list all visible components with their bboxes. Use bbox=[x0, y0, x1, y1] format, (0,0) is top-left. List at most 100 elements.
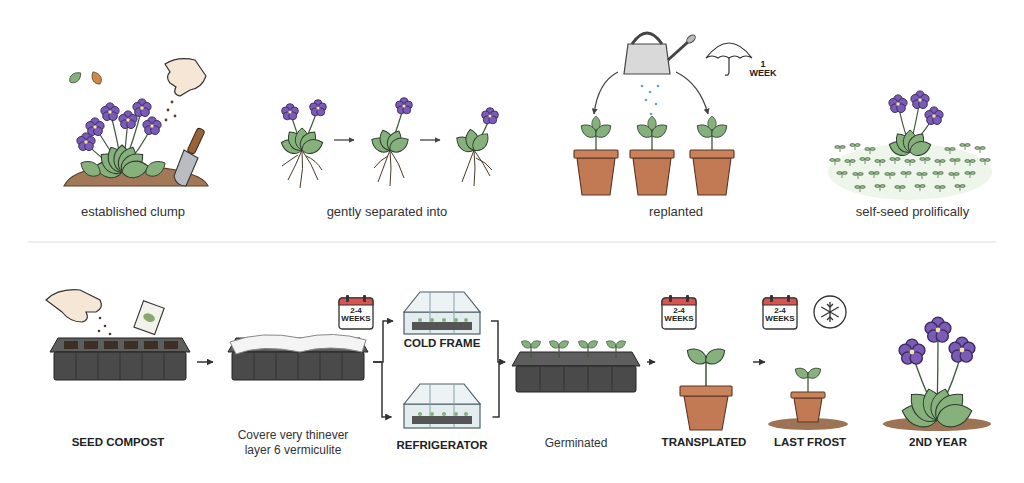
division-illustration bbox=[334, 139, 354, 140]
calendar-label: 2-4 WEEKS bbox=[661, 307, 697, 324]
process-step: LAST FROST bbox=[766, 340, 854, 455]
self-seed-illustration bbox=[933, 172, 943, 178]
germinated-illustration bbox=[531, 345, 616, 358]
clump-illustration bbox=[77, 133, 95, 151]
step-label: established clump bbox=[81, 204, 185, 220]
step-label: Covere very thinever layer 6 vermiculite bbox=[223, 428, 363, 457]
flow-arrow bbox=[373, 321, 393, 362]
clump-illustration bbox=[165, 119, 168, 122]
process-option: REFRIGERATOR bbox=[393, 376, 492, 458]
germinated-illustration bbox=[540, 366, 612, 392]
cold-frame-illustration bbox=[442, 412, 446, 416]
clump-illustration bbox=[120, 158, 150, 180]
self-seed-illustration bbox=[911, 91, 929, 109]
last-frost-illustration bbox=[814, 296, 846, 328]
self-seed-illustration bbox=[830, 159, 840, 165]
sowing-illustration bbox=[64, 341, 178, 349]
sowing-illustration bbox=[142, 352, 143, 380]
self-seed-illustration bbox=[915, 185, 925, 191]
division-illustration bbox=[474, 150, 490, 176]
division-illustration bbox=[302, 150, 318, 180]
vermiculite-illustration bbox=[339, 295, 373, 329]
duration-note: 1 WEEK bbox=[748, 60, 778, 79]
sowing-illustration bbox=[104, 325, 107, 328]
self-seed-illustration bbox=[905, 160, 915, 166]
sowing-illustration bbox=[54, 352, 186, 380]
cold-frame-illustration bbox=[418, 412, 468, 416]
sowing-illustration bbox=[64, 341, 78, 349]
self-seed-illustration bbox=[935, 186, 945, 192]
replant-illustration bbox=[649, 91, 652, 94]
germinated-illustration bbox=[612, 366, 613, 392]
process-step: TRANSPLATED bbox=[656, 340, 752, 455]
clump-illustration bbox=[119, 111, 137, 129]
self-seed-illustration bbox=[889, 95, 907, 113]
clump-illustration bbox=[165, 59, 206, 96]
last-frost-illustration bbox=[827, 304, 833, 320]
mature-plant-illustration bbox=[899, 387, 974, 431]
germinated-illustration bbox=[588, 366, 589, 392]
self-seed-illustration bbox=[965, 160, 975, 166]
germinated-illustration bbox=[614, 339, 627, 350]
calendar-label: 2-4 WEEKS bbox=[338, 307, 374, 324]
cold-frame-illustration bbox=[418, 318, 422, 322]
division-illustration bbox=[482, 108, 499, 124]
sowing-illustration bbox=[46, 290, 190, 380]
vermiculite-illustration bbox=[254, 352, 342, 380]
cold-frame-illustration bbox=[442, 318, 446, 322]
flow-arrow bbox=[373, 362, 392, 417]
step-label: REFRIGERATOR bbox=[397, 439, 488, 453]
process-option: COLD FRAME bbox=[394, 286, 490, 356]
replant-illustration bbox=[632, 33, 662, 44]
step-label: SEED COMPOST bbox=[72, 436, 165, 450]
replant-illustration bbox=[577, 158, 615, 195]
cold-frame-illustration bbox=[454, 412, 458, 416]
sowing-illustration bbox=[76, 352, 164, 380]
germinated-illustration bbox=[529, 339, 542, 350]
replant-illustration bbox=[574, 33, 752, 195]
clump-illustration bbox=[89, 70, 103, 86]
self-seed-illustration bbox=[908, 138, 933, 158]
last-frost-illustration bbox=[794, 398, 822, 422]
sowing-illustration bbox=[46, 290, 101, 322]
step-label: replanted bbox=[649, 204, 703, 220]
clump-illustration bbox=[167, 109, 170, 112]
sowing-illustration bbox=[99, 317, 102, 320]
flow-arrow bbox=[491, 321, 505, 362]
division-illustration bbox=[390, 150, 404, 178]
self-seed-illustration bbox=[950, 159, 960, 165]
germinated-illustration bbox=[520, 339, 533, 350]
germinated-illustration bbox=[512, 339, 640, 392]
process-step: SEED COMPOST bbox=[40, 300, 196, 455]
sowing-illustration bbox=[142, 312, 156, 324]
self-seed-illustration bbox=[901, 172, 911, 178]
replant-illustration bbox=[578, 116, 730, 140]
division-illustration bbox=[469, 130, 492, 154]
replant-illustration bbox=[657, 85, 660, 88]
clump-illustration bbox=[165, 101, 177, 122]
germinated-illustration bbox=[557, 339, 570, 350]
germinated-illustration bbox=[548, 339, 561, 350]
germinated-illustration bbox=[564, 366, 565, 392]
process-step: 2ND YEAR bbox=[870, 300, 1006, 455]
division-illustration bbox=[420, 139, 440, 140]
replant-illustration bbox=[708, 116, 716, 130]
self-seed-illustration bbox=[860, 158, 870, 164]
self-seed-illustration bbox=[917, 173, 927, 179]
self-seed-illustration bbox=[890, 158, 900, 164]
germinated-illustration bbox=[586, 339, 599, 350]
replant-illustration bbox=[641, 85, 644, 88]
cold-frame-illustration bbox=[404, 292, 480, 312]
replant-illustration bbox=[641, 85, 660, 116]
division-illustration bbox=[474, 150, 475, 186]
sowing-illustration bbox=[50, 338, 190, 352]
vermiculite-illustration bbox=[232, 352, 364, 380]
self-seed-illustration bbox=[869, 172, 879, 178]
cold-frame-illustration bbox=[454, 318, 458, 322]
self-seed-illustration bbox=[853, 173, 863, 179]
transplant-illustration bbox=[680, 386, 732, 396]
vermiculite-illustration bbox=[342, 352, 343, 380]
clump-illustration bbox=[174, 150, 198, 186]
replant-illustration bbox=[693, 158, 731, 195]
step-caption: self-seed prolifically bbox=[825, 45, 1000, 225]
